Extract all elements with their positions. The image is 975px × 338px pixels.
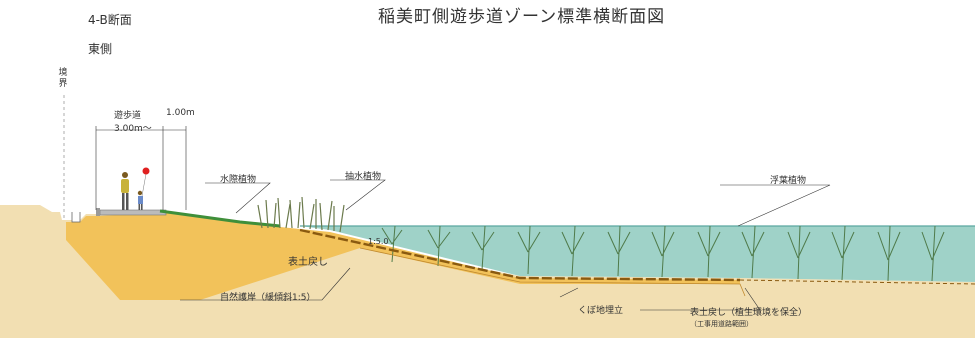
section-code: 4-B断面 xyxy=(88,13,132,27)
depression-outline xyxy=(359,247,746,297)
bank-grass xyxy=(159,209,281,228)
floating-plants-label: 浮葉植物 xyxy=(770,176,807,186)
walkway-dimension xyxy=(95,126,187,210)
walkway-width-label: 3.00m～ xyxy=(114,124,152,134)
embankment xyxy=(66,212,740,300)
walkway-margin-label: 1.00m xyxy=(166,108,195,118)
walkway-slab xyxy=(99,209,167,216)
person-figure xyxy=(121,167,150,210)
waterside-plants-label: 水際植物 xyxy=(220,175,257,185)
topsoil-conserve-label: 表土戻し（植生環境を保全） xyxy=(690,308,808,318)
construction-road-label: （工事用道路範囲） xyxy=(690,320,753,328)
balloon xyxy=(142,167,150,175)
walkway-edge xyxy=(96,208,100,216)
boundary-label: 境界 xyxy=(58,68,68,89)
slope-ratio-label: 1:5.0 xyxy=(368,237,389,246)
emergent-plants-label: 抽水植物 xyxy=(345,172,382,182)
topsoil-return-label: 表土戻し xyxy=(288,257,328,268)
diagram-title: 稲美町側遊歩道ゾーン標準横断面図 xyxy=(378,7,666,27)
floating-plants xyxy=(381,225,945,282)
depression-fill-label: くぼ地埋立 xyxy=(578,306,624,316)
side-ditch xyxy=(71,212,81,223)
walkway-label: 遊歩道 xyxy=(114,111,142,121)
topsoil-line xyxy=(299,228,741,282)
section-side: 東側 xyxy=(88,42,113,56)
emergent-reeds xyxy=(257,196,345,233)
natural-revetment-label: 自然護岸（緩傾斜1:5） xyxy=(220,293,316,303)
leader-lines xyxy=(180,179,831,311)
